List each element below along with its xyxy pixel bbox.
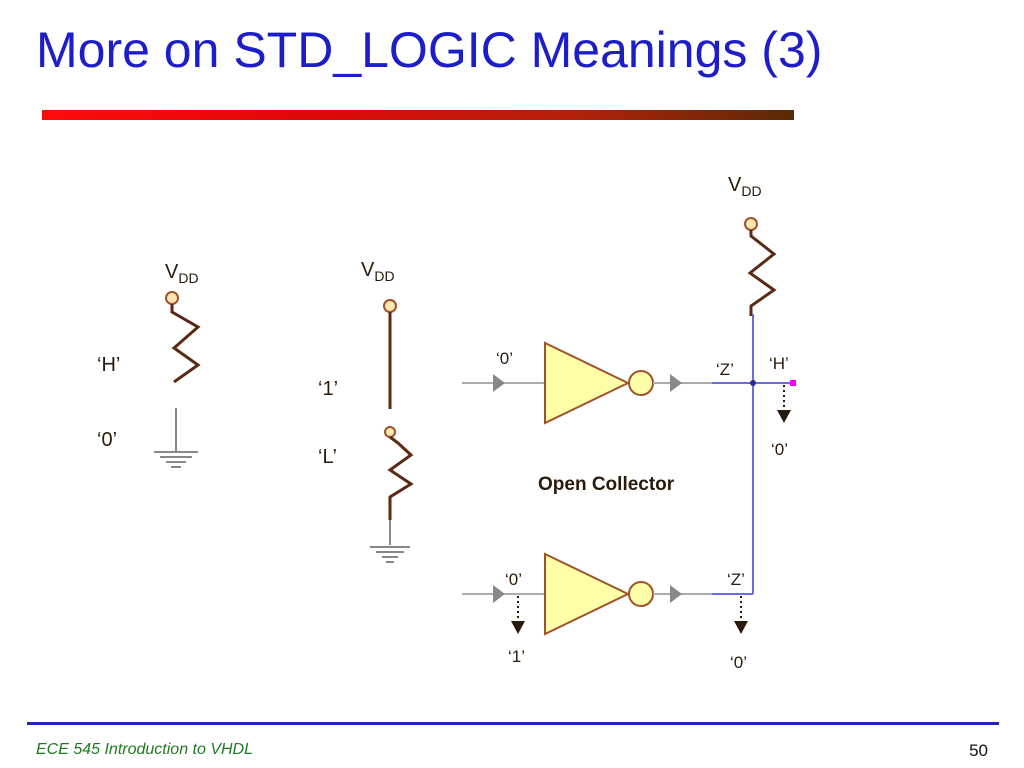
strong-one-label: ‘1’ [318, 378, 338, 400]
vdd-label-2: VDD [361, 259, 395, 284]
footer-course-name: ECE 545 Introduction to VHDL [36, 741, 254, 758]
title-underline-bar [42, 110, 794, 120]
vdd-terminal-2 [383, 299, 397, 313]
weak-low-label: ‘L’ [318, 446, 337, 468]
open-collector-circuit: VDD ‘0’ ‘Z’ ‘H’ ‘0’ Open Colle [462, 174, 796, 672]
bottom-output-arrow [670, 585, 682, 603]
bottom-inverter-bubble [628, 581, 654, 607]
bottom-input-arrow [493, 585, 505, 603]
vdd-terminal-3 [744, 217, 758, 231]
top-inverter-bubble [628, 370, 654, 396]
footer-rule [27, 722, 999, 725]
bus-high-label: ‘H’ [769, 354, 789, 373]
ground-symbol-1 [154, 451, 198, 468]
low-zero-label: ‘0’ [97, 429, 117, 451]
bottom-input-result-label: ‘1’ [508, 647, 525, 666]
bus-end-marker [790, 380, 796, 386]
vdd-label-1: VDD [165, 261, 199, 286]
ground-symbol-2 [370, 546, 410, 563]
open-collector-caption: Open Collector [538, 474, 675, 495]
bottom-input-label: ‘0’ [505, 570, 522, 589]
vdd-terminal-1 [165, 291, 179, 305]
bottom-input-result-arrow [511, 621, 525, 634]
bus-resolution-arrow [777, 410, 791, 423]
pullup-circuit: VDD ‘H’ ‘0’ [97, 261, 201, 468]
bus-pullup-resistor [747, 230, 777, 316]
top-output-arrow [670, 374, 682, 392]
top-input-label: ‘0’ [496, 349, 513, 368]
node-terminal [384, 426, 396, 438]
high-label: ‘H’ [97, 354, 120, 376]
mixed-strength-circuit: VDD ‘1’ ‘L’ [318, 259, 414, 563]
bottom-output-result-arrow [734, 621, 748, 634]
page-number: 50 [969, 741, 988, 760]
bottom-output-result-label: ‘0’ [730, 653, 747, 672]
bottom-output-label: ‘Z’ [727, 570, 745, 589]
top-buffer-gate [544, 341, 631, 425]
vdd-label-3: VDD [728, 174, 762, 199]
bus-junction-dot [750, 380, 756, 386]
bottom-buffer-gate [544, 552, 631, 636]
pulldown-resistor [387, 435, 414, 520]
pullup-resistor-1 [170, 304, 201, 384]
bus-resolved-label: ‘0’ [771, 440, 788, 459]
top-input-arrow [493, 374, 505, 392]
slide-title: More on STD_LOGIC Meanings (3) [36, 22, 823, 78]
top-output-label: ‘Z’ [716, 360, 734, 379]
